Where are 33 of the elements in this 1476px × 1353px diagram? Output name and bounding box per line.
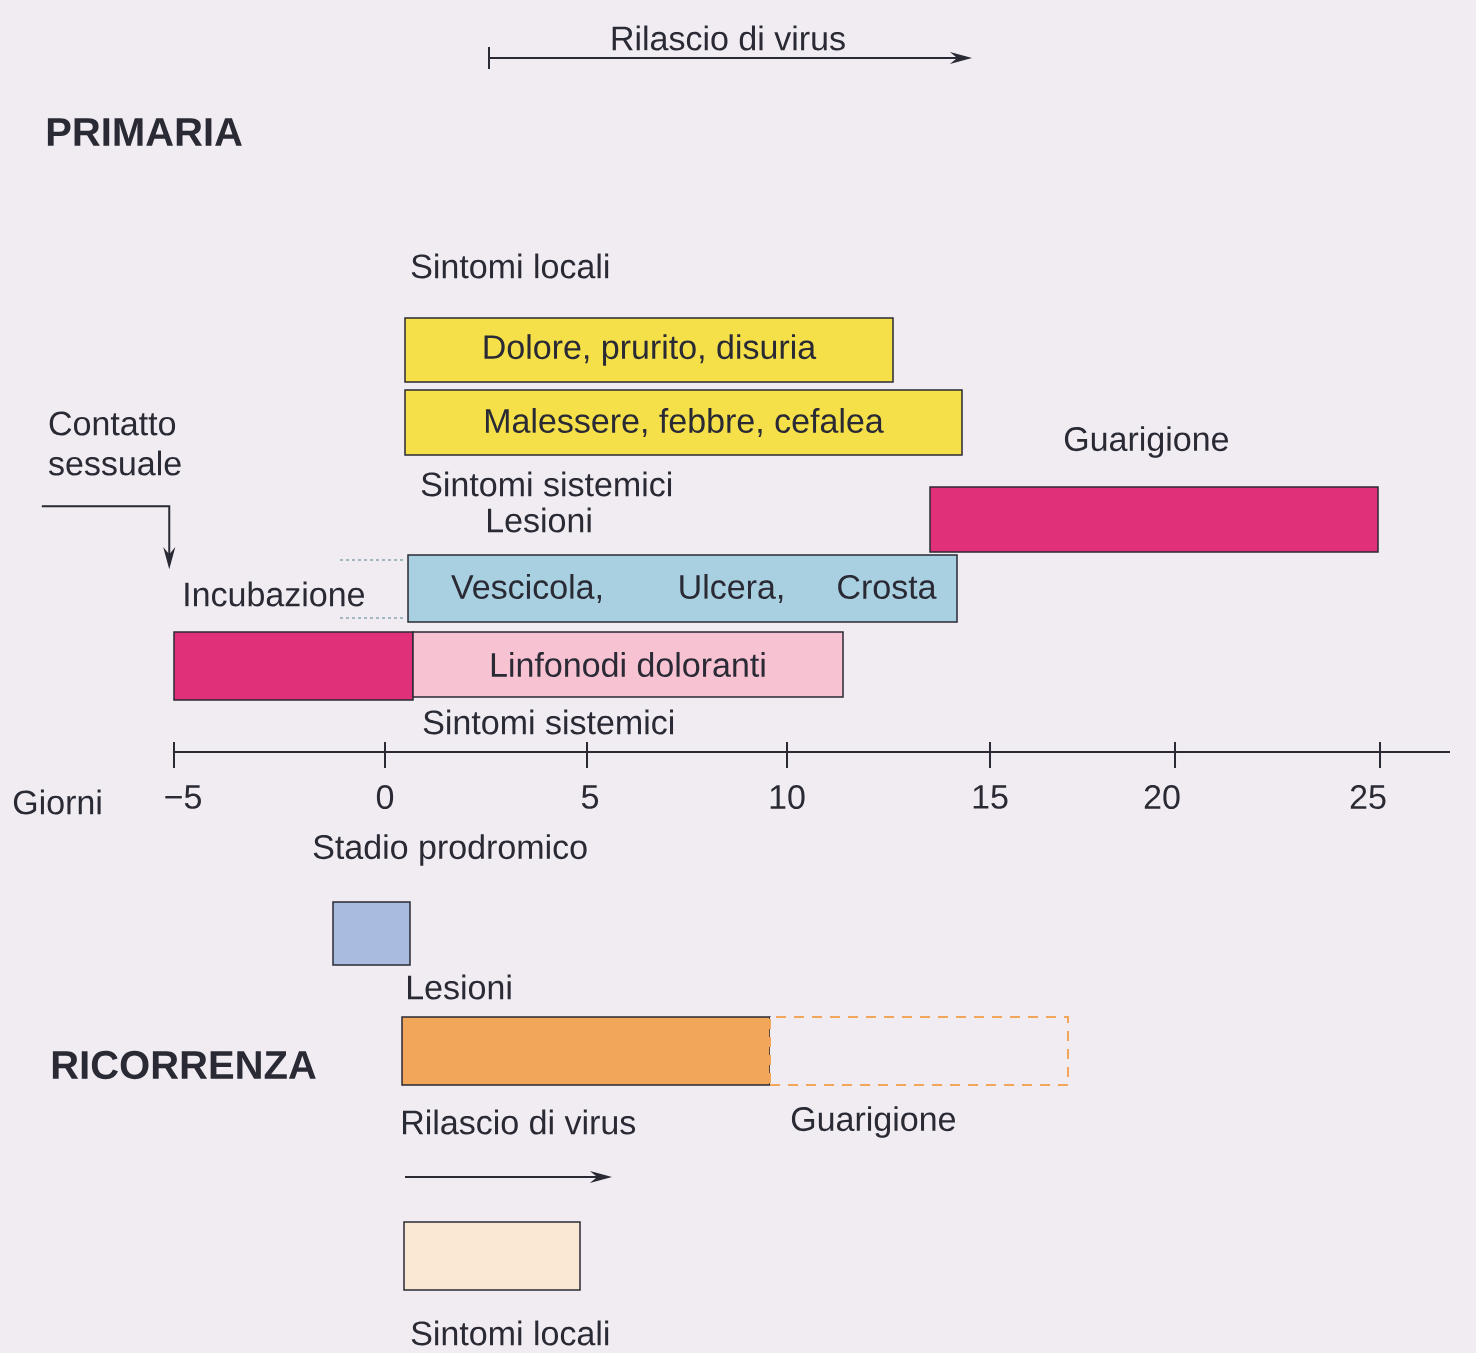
timeline-bar bbox=[173, 631, 414, 701]
timeline-bar bbox=[929, 486, 1379, 553]
tick-label: 5 bbox=[581, 785, 599, 809]
tick-label: 15 bbox=[973, 785, 1008, 809]
bar-caption: Sintomi sistemici bbox=[421, 471, 671, 497]
caption: Sintomi locali bbox=[411, 253, 609, 279]
caption: Rilascio di virus bbox=[403, 1109, 636, 1135]
bar-caption: Lesioni bbox=[488, 507, 591, 533]
bar-caption: Incubazione bbox=[185, 581, 364, 607]
bar-caption: Sintomi sistemici bbox=[423, 709, 673, 735]
timeline-bar bbox=[401, 1016, 771, 1086]
bar-caption: Stadio prodromico bbox=[313, 834, 587, 866]
timeline-bar bbox=[403, 1221, 581, 1291]
tick-label: 25 bbox=[1350, 784, 1386, 810]
lesion-bar: Vescicola, Ulcera, Crosta bbox=[407, 554, 958, 623]
caption: Rilascio di virus bbox=[612, 25, 845, 51]
bar-caption: Sintomi locali bbox=[411, 1320, 609, 1346]
timeline-bar: Malessere, febbre, cefalea bbox=[404, 389, 963, 456]
bar-caption: Guarigione bbox=[1064, 426, 1228, 458]
tick-label: 10 bbox=[770, 784, 805, 810]
bar-caption: Lesioni bbox=[408, 974, 511, 1000]
tick-label: 0 bbox=[376, 784, 394, 810]
event-text: Contatto sessuale bbox=[48, 411, 181, 476]
bar-caption: Guarigione bbox=[791, 1106, 955, 1138]
section-heading: PRIMARIA bbox=[47, 118, 242, 146]
timeline-bar bbox=[332, 901, 411, 966]
timeline-bar: Linfonodi doloranti bbox=[412, 631, 844, 698]
timeline-bar bbox=[769, 1016, 1069, 1086]
axis-label: Giorni bbox=[13, 789, 101, 815]
tick-label: −5 bbox=[165, 785, 201, 809]
timeline-bar: Dolore, prurito, disuria bbox=[404, 317, 894, 383]
tick-label: 20 bbox=[1144, 784, 1180, 810]
section-heading: RICORRENZA bbox=[52, 1050, 316, 1080]
